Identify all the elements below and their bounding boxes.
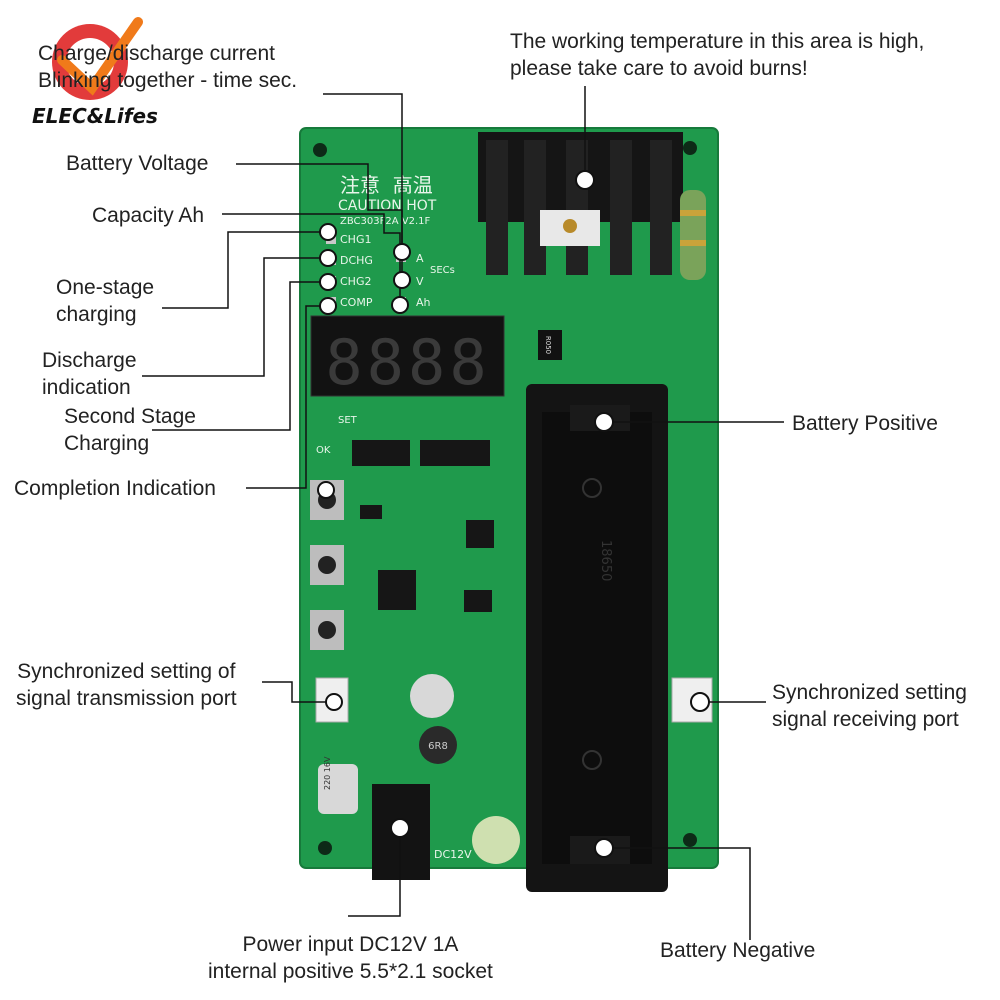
- callout-capacity: Capacity Ah: [92, 204, 205, 227]
- ic-chips: [352, 440, 494, 612]
- holder-label: 18650: [598, 540, 613, 581]
- callout-second-stage: Second Stage Charging: [64, 405, 196, 455]
- silk-model: ZBC303F2A V2.1F: [340, 216, 430, 227]
- callout-battery-positive: Battery Positive: [792, 412, 938, 435]
- callout-discharge: Discharge indication: [42, 349, 137, 399]
- brand-name: ELEC&Lifes: [32, 104, 158, 128]
- callout-battery-negative: Battery Negative: [660, 939, 816, 962]
- brand-logo: [52, 17, 143, 100]
- shunt-resistor: [538, 330, 562, 360]
- silk-unit-a: A: [416, 252, 424, 265]
- capacitor-left: [318, 764, 358, 814]
- silk-unit-v: V: [416, 275, 424, 288]
- power-resistor: [680, 190, 706, 280]
- silk-chinese: 注意 高温: [340, 173, 433, 197]
- silk-led-chg1: CHG1: [340, 233, 371, 246]
- silk-secs: SECs: [430, 265, 455, 276]
- silk-led-comp: COMP: [340, 296, 373, 309]
- callout-one-stage: One-stage charging: [56, 276, 155, 326]
- silk-set: SET: [338, 415, 358, 426]
- silk-led-chg2: CHG2: [340, 275, 371, 288]
- silk-ok: OK: [316, 445, 331, 456]
- callout-battery-voltage: Battery Voltage: [66, 152, 209, 175]
- silk-unit-ah: Ah: [416, 296, 431, 309]
- callout-markers: [317, 170, 710, 858]
- tactile-buttons: [310, 480, 344, 650]
- seven-segment-display: [310, 315, 505, 397]
- callout-completion: Completion Indication: [14, 477, 216, 500]
- cap-left-label: 220 16V: [323, 756, 332, 790]
- capacitor-right: [472, 816, 520, 864]
- callout-charge-time: Charge/discharge current Blinking togeth…: [38, 42, 298, 92]
- silk-caution: CAUTION HOT: [338, 198, 437, 214]
- silk-dc12v: DC12V: [434, 848, 472, 861]
- callout-sync-rx: Synchronized setting signal receiving po…: [772, 681, 967, 731]
- callout-power-input: Power input DC12V 1A internal positive 5…: [208, 933, 493, 983]
- callout-sync-tx: Synchronized setting of signal transmiss…: [16, 660, 237, 710]
- capacitor-mid: [410, 674, 454, 718]
- inductor: [419, 726, 457, 764]
- shunt-resistor-label: R050: [544, 336, 552, 354]
- mounting-holes: [313, 141, 697, 855]
- inductor-label: 6R8: [428, 741, 448, 752]
- silk-led-dchg: DCHG: [340, 254, 373, 267]
- callout-hot-warning: The working temperature in this area is …: [510, 30, 925, 80]
- battery-holder: [526, 384, 668, 892]
- display-digits: 8888: [325, 326, 490, 399]
